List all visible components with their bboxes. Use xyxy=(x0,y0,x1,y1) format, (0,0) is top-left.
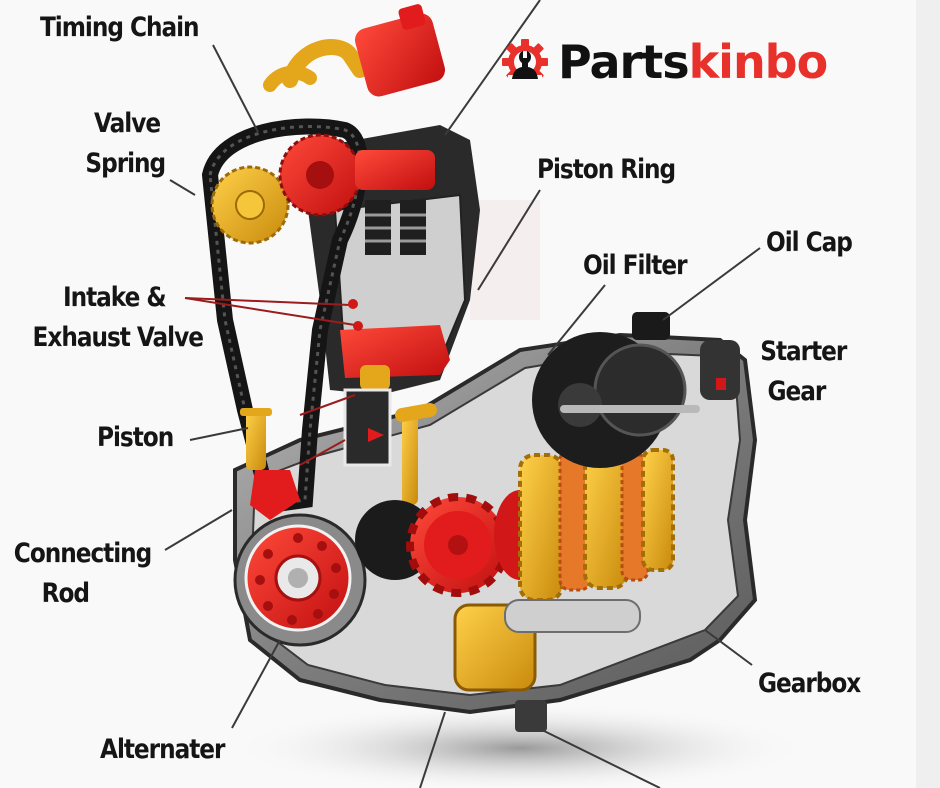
top-oil-canister xyxy=(355,13,445,97)
piston-head xyxy=(340,325,450,378)
brand-name: Partskinbo xyxy=(558,35,828,89)
label-oil-filter: Oil Filter xyxy=(583,250,688,281)
drive-sprocket xyxy=(406,493,510,597)
label-starter-gear: Starter Gear xyxy=(760,336,847,407)
label-timing-chain: Timing Chain xyxy=(40,12,200,43)
label-valve-spring: Valve Spring xyxy=(85,108,166,179)
label-piston-ring: Piston Ring xyxy=(537,154,676,185)
brand-logo: Partskinbo xyxy=(500,32,828,92)
gearbox-gear-stack xyxy=(518,446,675,602)
label-gearbox: Gearbox xyxy=(758,668,861,699)
ground-shadow xyxy=(230,703,810,788)
gear-wrench-icon xyxy=(502,39,548,87)
label-connecting-rod: Connecting Rod xyxy=(13,538,152,609)
label-oil-cap: Oil Cap xyxy=(766,227,853,258)
leader-lines xyxy=(164,0,761,788)
camshaft xyxy=(355,150,435,190)
label-intake-exhaust-valve: Intake & Exhaust Valve xyxy=(32,282,204,353)
oil-cap-knob xyxy=(632,312,670,340)
label-alternater: Alternater xyxy=(100,734,225,765)
label-piston: Piston xyxy=(97,422,174,453)
right-edge-strip xyxy=(916,0,940,788)
